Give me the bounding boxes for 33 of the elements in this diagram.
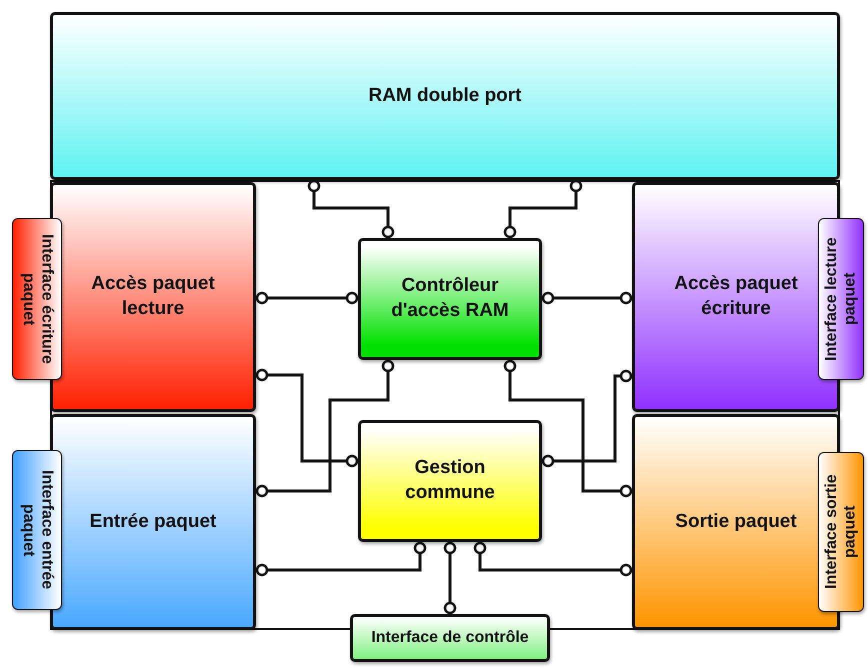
block-label: Interface de contrôle (371, 628, 529, 648)
connector (474, 542, 632, 576)
memory-block (50, 12, 840, 180)
block-label: Interface lecture paquet (822, 236, 859, 363)
block-label: Sortie paquet (675, 510, 797, 534)
controller-block (358, 238, 542, 360)
connector (444, 542, 456, 614)
block-label: Accès paquet lecture (90, 272, 216, 321)
connector (256, 292, 358, 304)
controller-block (358, 420, 542, 542)
connector (256, 368, 358, 468)
connector (542, 370, 632, 468)
block-label: Gestion commune (404, 456, 496, 505)
interface-tab (12, 450, 62, 610)
block-label: Accès paquet écriture (673, 272, 799, 321)
interface-tab (350, 614, 550, 662)
block-label: Contrôleur d'accès RAM (390, 274, 510, 323)
block-label: Interface écriture paquet (19, 233, 56, 366)
interface-tab (818, 218, 864, 380)
interface-tab (818, 452, 864, 612)
module-block (632, 182, 840, 412)
block-label: Interface entrée paquet (19, 469, 56, 592)
connector (542, 292, 632, 304)
connector (504, 360, 632, 498)
interface-tab (12, 218, 62, 380)
connector (256, 542, 426, 576)
block-label: Interface sortie paquet (822, 474, 859, 592)
block-label: Entrée paquet (90, 510, 216, 534)
connector (256, 360, 394, 498)
module-block (632, 414, 840, 630)
connector (308, 180, 394, 238)
connector (504, 180, 582, 238)
block-label: RAM double port (368, 84, 522, 108)
